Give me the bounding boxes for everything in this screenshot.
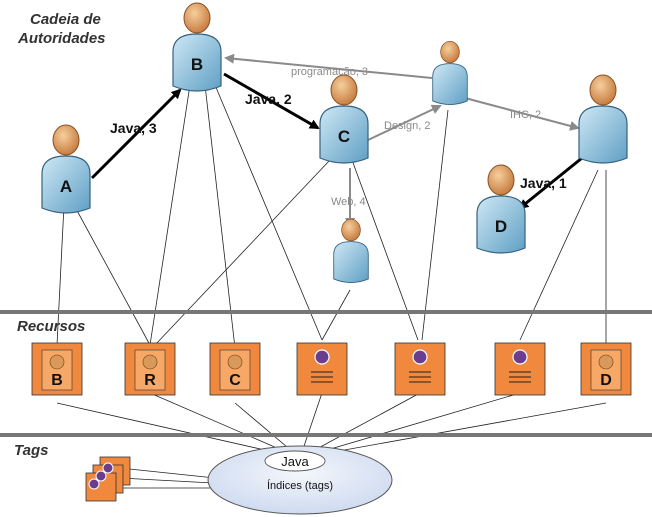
link-b-res2	[149, 84, 191, 346]
resource-label: D	[600, 372, 612, 389]
person-head	[589, 74, 617, 106]
link-b-res3	[204, 84, 236, 349]
node-label-a: A	[60, 177, 72, 196]
portrait-icon	[598, 354, 614, 370]
person-body	[172, 33, 222, 92]
edge-label-b-c: Java, 2	[245, 91, 292, 107]
person-programming	[432, 40, 468, 105]
person-head	[341, 218, 361, 242]
portrait-icon	[227, 354, 243, 370]
person-body	[333, 241, 369, 283]
person-c: C	[319, 74, 369, 164]
resource-label: C	[229, 372, 241, 389]
globe-icon	[88, 478, 100, 490]
person-body	[432, 63, 468, 105]
person-b: B	[172, 2, 222, 92]
resource-2: R	[124, 342, 176, 396]
person-d: D	[476, 164, 526, 254]
edge-label-p-q: IHC, 2	[510, 109, 541, 121]
index-tag-label: Java	[281, 454, 309, 469]
separator-tags	[0, 433, 652, 437]
index-label: Índices (tags)	[267, 479, 333, 492]
resource-1: B	[31, 342, 83, 396]
section-authorities-line2: Autoridades	[17, 30, 106, 47]
resource-6	[494, 342, 546, 396]
person-body	[578, 105, 628, 164]
edge-p-to-b	[224, 53, 433, 79]
resource-7: D	[580, 342, 632, 396]
person-head	[487, 164, 515, 196]
person-head	[330, 74, 358, 106]
link-p-res5	[421, 109, 449, 341]
portrait-icon	[49, 354, 65, 370]
section-resources: Recursos	[17, 318, 85, 335]
link-c-res2	[154, 159, 331, 346]
link-res1-index	[56, 402, 301, 459]
person-body	[319, 105, 369, 164]
link-a-res2	[73, 204, 151, 346]
edge-label-c-w: Web, 4	[331, 196, 366, 208]
black-arrows	[90, 72, 583, 210]
link-tags-index-2	[119, 477, 214, 484]
globe-icon	[512, 349, 528, 365]
section-tags: Tags	[14, 442, 48, 459]
link-res7-index	[299, 402, 607, 459]
edge-label-q-d: Java, 1	[520, 175, 567, 191]
person-head	[183, 2, 211, 34]
person-authority-q	[578, 74, 628, 164]
link-tags-index-1	[119, 467, 216, 479]
link-b-res4	[214, 84, 323, 341]
link-a-res1	[56, 204, 65, 346]
node-label-d: D	[495, 217, 507, 236]
document-icon	[41, 349, 73, 391]
edge-p-to-q	[464, 97, 580, 131]
resource-4	[296, 342, 348, 396]
link-res6-index	[299, 392, 521, 459]
person-nodes: A B C D	[41, 2, 628, 283]
resource-label: B	[51, 372, 63, 389]
globe-icon	[314, 349, 330, 365]
section-authorities-line1: Cadeia de	[30, 11, 101, 28]
portrait-icon	[142, 354, 158, 370]
separator-resources	[0, 310, 652, 314]
index-tag-bubble	[264, 450, 326, 472]
node-label-c: C	[338, 127, 350, 146]
resource-label: R	[144, 372, 156, 389]
edge-a-to-b	[90, 88, 182, 180]
person-head	[52, 124, 80, 156]
gray-arrows	[224, 53, 580, 228]
resource-3: C	[209, 342, 261, 396]
edge-b-to-c	[223, 72, 320, 130]
edge-c-to-p	[367, 104, 442, 141]
globe-icon	[102, 462, 114, 474]
person-body	[476, 195, 526, 254]
person-head	[440, 40, 460, 64]
globe-icon	[412, 349, 428, 365]
link-w-res4	[321, 289, 351, 341]
globe-icon	[95, 470, 107, 482]
index-ellipse	[207, 445, 393, 515]
person-a: A	[41, 124, 91, 214]
tag-stack	[85, 456, 131, 502]
link-q-res6	[519, 169, 599, 341]
person-body	[41, 155, 91, 214]
node-label-b: B	[191, 55, 203, 74]
edge-q-to-d	[518, 156, 583, 210]
resource-5	[394, 342, 446, 396]
edge-label-a-b: Java, 3	[110, 120, 157, 136]
edge-label-c-p: Design, 2	[384, 120, 430, 132]
person-web	[333, 218, 369, 283]
edge-label-p-b: programação, 3	[291, 66, 368, 78]
